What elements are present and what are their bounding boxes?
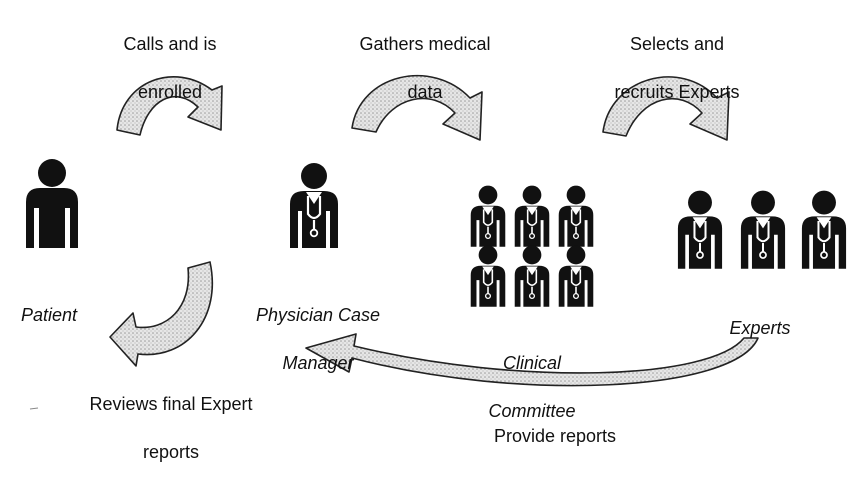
arrow-provide-icon [305,333,759,387]
patient-label: Patient [20,305,78,325]
arrow-select-icon [602,76,730,141]
step-enroll-label: Calls and is enrolled [123,34,217,102]
arrow-review-icon [109,261,214,367]
experts-label: Experts [729,318,791,338]
arrow-gather-icon [351,74,483,141]
committee-label: Clinical Committee [488,353,576,421]
case-manager-label: Physician Case Manager [255,305,381,373]
workflow-diagram: Calls and is enrolled Gathers medical da… [20,34,848,462]
committee-icon [469,184,595,308]
scan-mark [29,407,39,410]
patient-icon [26,159,78,248]
diagram-canvas [26,74,848,410]
step-select-label: Selects and recruits Experts [614,34,740,102]
case-manager-icon [288,161,340,250]
arrow-enroll-icon [116,76,223,136]
step-gather-label: Gathers medical data [359,34,491,102]
experts-icon [676,189,848,270]
